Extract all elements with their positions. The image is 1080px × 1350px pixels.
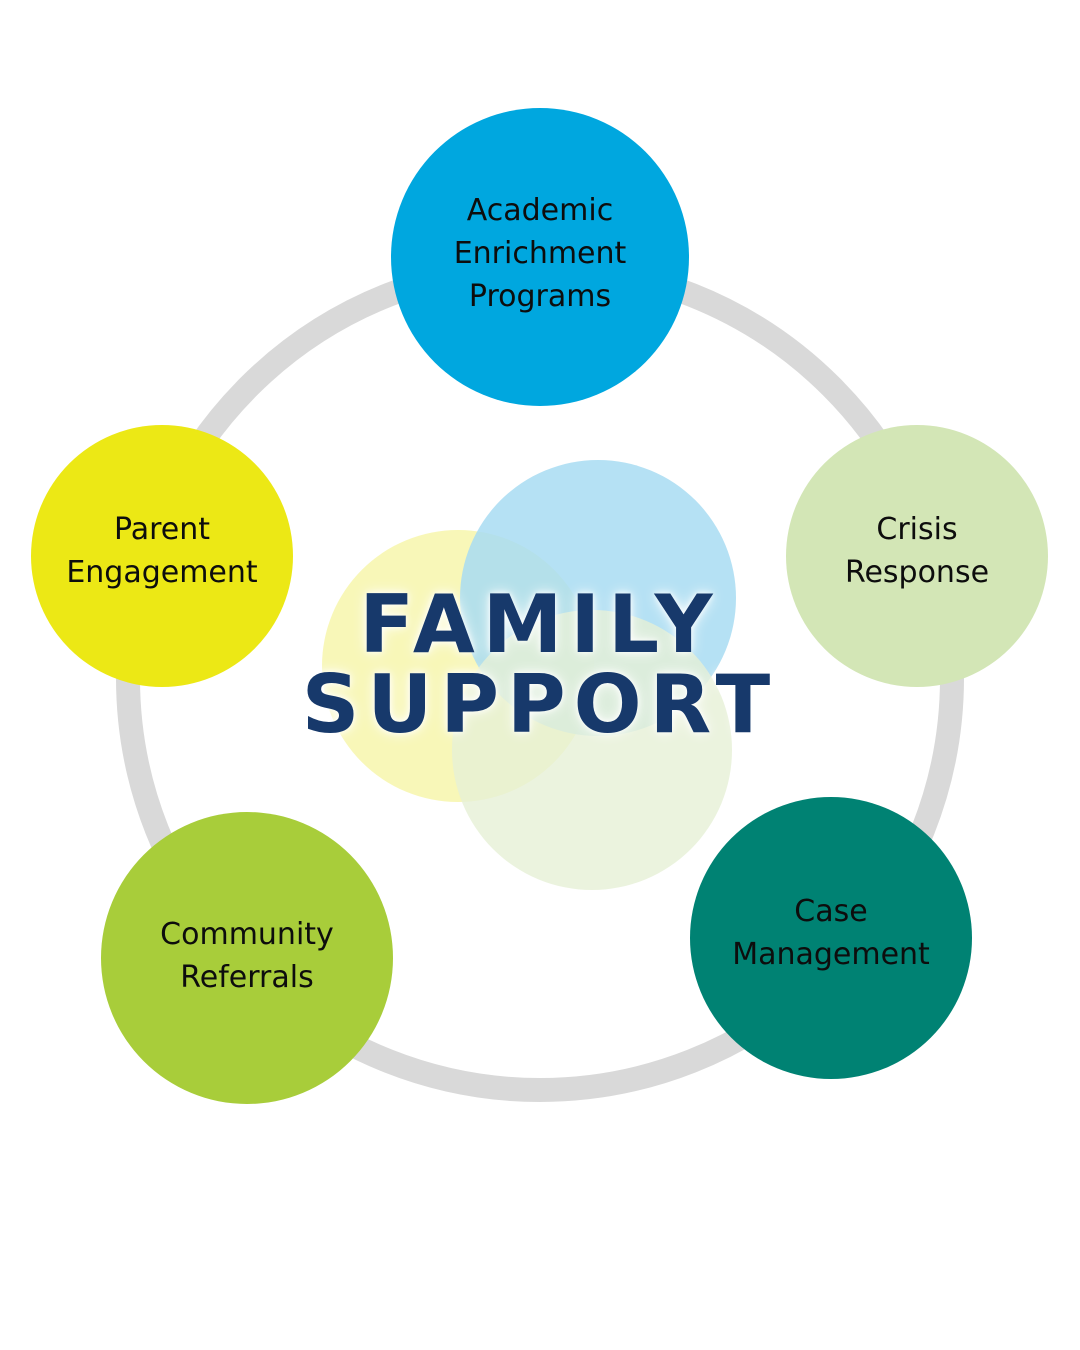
node-academic-line3: Programs — [468, 278, 612, 314]
node-crisis-label: Crisis Response — [825, 508, 1009, 594]
center-title: FAMILY SUPPORT — [240, 585, 840, 745]
node-case-label: Case Management — [712, 890, 950, 976]
node-parent-line2: Engagement — [66, 555, 258, 590]
node-parent-engagement: Parent Engagement — [31, 425, 293, 687]
node-case-line2: Management — [732, 937, 930, 972]
center-title-line2: SUPPORT — [301, 658, 779, 751]
node-parent-line1: Parent — [113, 512, 211, 547]
node-academic-enrichment-programs: Academic Enrichment Programs — [391, 108, 689, 406]
node-academic-line2: Enrichment — [453, 235, 627, 271]
center-title-line1: FAMILY — [359, 578, 721, 671]
node-case-line1: Case — [794, 894, 868, 929]
node-community-line1: Community — [160, 917, 334, 952]
node-academic-line1: Academic — [466, 192, 614, 228]
node-crisis-response: Crisis Response — [786, 425, 1048, 687]
node-community-referrals: Community Referrals — [101, 812, 393, 1104]
node-academic-label: Academic Enrichment Programs — [434, 189, 647, 318]
node-crisis-line1: Crisis — [876, 512, 958, 547]
center-green-blob — [452, 610, 732, 890]
node-community-label: Community Referrals — [140, 913, 354, 999]
node-case-management: Case Management — [690, 797, 972, 1079]
node-community-line2: Referrals — [180, 960, 314, 995]
node-crisis-line2: Response — [844, 555, 990, 590]
node-parent-label: Parent Engagement — [62, 508, 261, 594]
